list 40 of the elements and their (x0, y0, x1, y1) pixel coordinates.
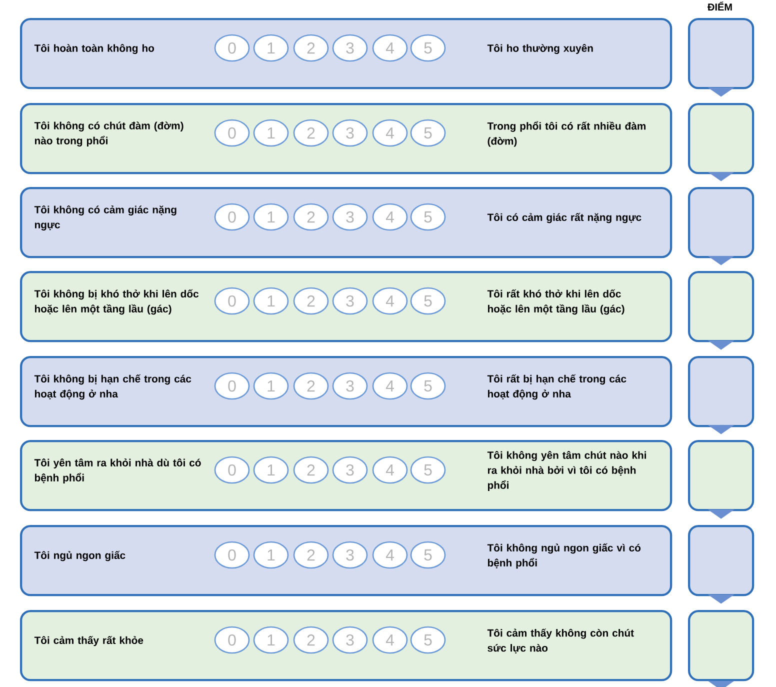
question-band (20, 610, 672, 682)
statement-text: Tôi rất khó thở khi lên dốc hoặc lên một tầng lầu (gác) (487, 289, 624, 315)
score-box (688, 525, 754, 596)
question-band (20, 356, 672, 428)
question-band (20, 271, 672, 342)
score-box (688, 356, 754, 428)
question-band (20, 18, 672, 90)
statement-text: Tôi có cảm giác rất nặng ngực (487, 212, 642, 224)
statement-text: Tôi cảm thấy rất khỏe (34, 636, 144, 646)
score-box (688, 610, 754, 682)
question-band (20, 525, 672, 596)
question-band (20, 440, 672, 512)
score-box (688, 18, 754, 90)
statement-text: Tôi không có chút đàm (đờm) nào trong phổi (34, 122, 184, 146)
statement-text: Tôi không bị khó thở khi lên dốc hoặc lên một tầng lầu (gác) (34, 289, 199, 315)
arrow (708, 594, 734, 604)
arrow (708, 340, 734, 350)
question-band (20, 187, 672, 258)
statement-text: Tôi yên tâm ra khỏi nhà dù tôi có bệnh phổi (34, 458, 201, 484)
statement-text: Tôi ho thường xuyên (487, 44, 593, 54)
score-box (688, 271, 754, 342)
statement-text: Tôi ngủ ngon giấc (34, 550, 126, 562)
score-box (688, 103, 754, 174)
score-box (688, 187, 754, 258)
arrow (708, 509, 734, 519)
statement-text: Tôi hoàn toàn không ho (34, 44, 154, 54)
arrow (708, 172, 734, 182)
statement-text: Tôi không có cảm giác nặng ngực (34, 206, 176, 230)
arrow (708, 424, 734, 434)
statement-text: Tôi không ngủ ngon giấc vì có bệnh phổi (487, 543, 641, 569)
arrow (708, 680, 734, 687)
question-band (20, 103, 672, 174)
statement-text: Tôi không yên tâm chút nào khi ra khỏi nhà bởi vì tôi có bệnh phổi (487, 451, 646, 491)
arrow (708, 87, 734, 97)
statement-text: Tôi cảm thấy không còn chút sức lực nào (487, 628, 634, 654)
statement-text: Trong phổi tôi có rất nhiều đàm (đờm) (487, 121, 646, 147)
arrow (708, 256, 734, 266)
statement-text: Tôi không bị hạn chế trong các hoạt động ở nha (34, 374, 192, 400)
score-box (688, 440, 754, 512)
statement-text: Tôi rất bị hạn chế trong các hoạt động ở nha (487, 374, 626, 400)
